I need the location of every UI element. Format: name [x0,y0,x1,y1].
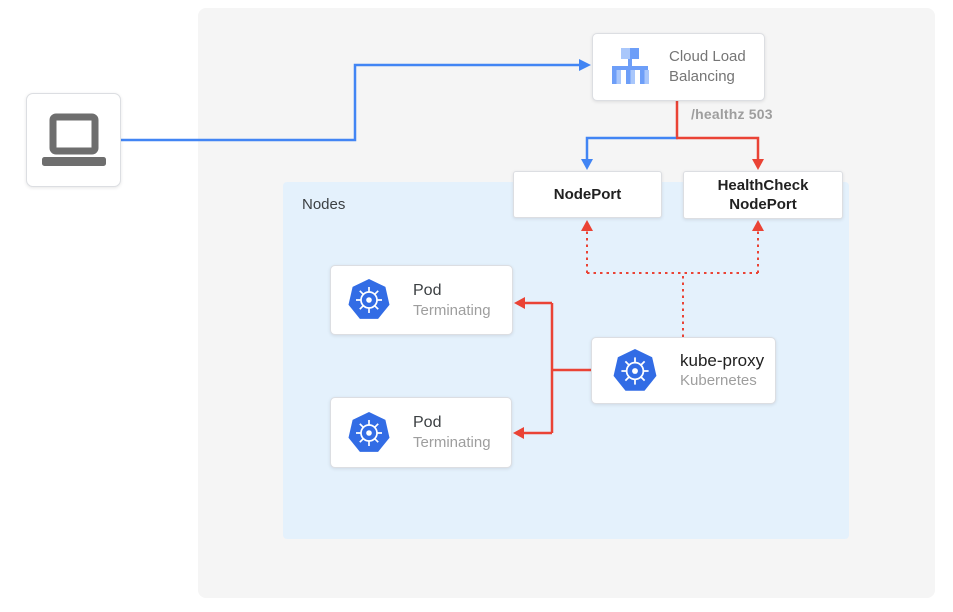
pod-2-status: Terminating [413,434,491,451]
pod-1-title: Pod [413,281,442,299]
nodeport-card: NodePort [513,171,662,218]
client-card [26,93,121,187]
kubernetes-helm-icon [613,348,657,391]
kube-proxy-card: kube-proxy Kubernetes [591,337,776,404]
kube-proxy-subtitle: Kubernetes [680,372,757,389]
pod-2-title: Pod [413,414,442,431]
kube-proxy-title: kube-proxy [680,351,765,370]
cloud-load-balancing-icon [612,48,649,84]
pod-1-card: Pod Terminating [330,265,513,335]
pod-1-status: Terminating [413,301,491,319]
pod-2-card: Pod Terminating [330,397,512,468]
nodes-label: Nodes [302,196,346,213]
cloud-load-balancing-label: Cloud Load Balancing [669,48,746,85]
nodeport-label: NodePort [553,186,622,203]
healthz-status-label: /healthz 503 [691,106,773,122]
healthcheck-nodeport-label-line1: HealthCheck [717,177,809,194]
laptop-icon [41,113,106,166]
healthcheck-nodeport-label-line2: NodePort [729,196,797,213]
healthcheck-nodeport-card: HealthCheck NodePort [683,171,843,219]
cloud-load-balancing-card: Cloud Load Balancing [592,33,765,101]
kubernetes-helm-icon [348,411,390,452]
kubernetes-helm-icon [348,279,390,319]
